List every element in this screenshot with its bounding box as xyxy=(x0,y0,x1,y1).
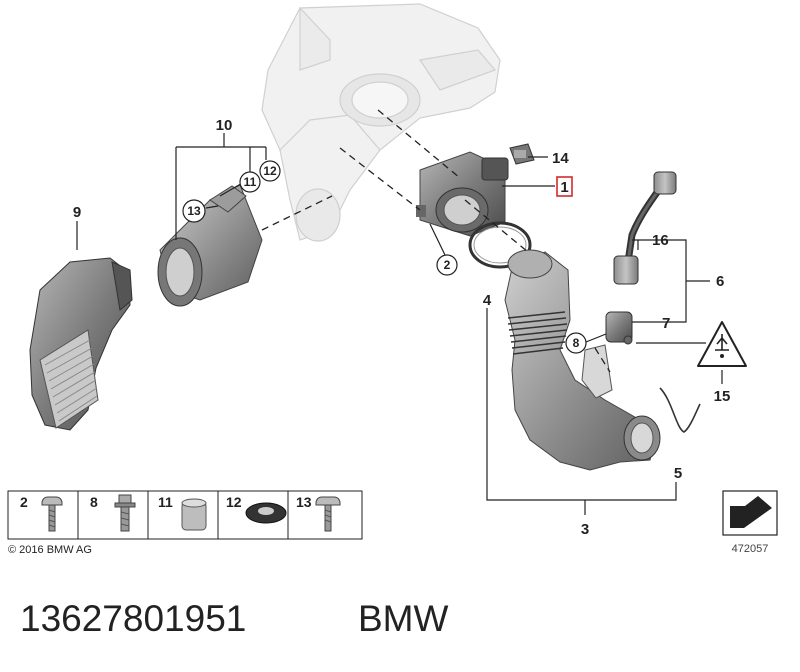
callout-3: 3 xyxy=(581,521,589,538)
svg-text:13: 13 xyxy=(187,204,201,218)
callout-circle-11: 11 xyxy=(239,171,261,193)
callout-5: 5 xyxy=(674,465,682,482)
svg-text:8: 8 xyxy=(90,494,98,510)
callout-9: 9 xyxy=(73,204,81,221)
callouts: 10 9 11 12 13 2 8 1 14 4 16 6 7 xyxy=(73,117,731,538)
legend-item-13: 13 xyxy=(296,494,341,532)
svg-text:11: 11 xyxy=(244,175,257,189)
svg-text:13: 13 xyxy=(296,494,312,510)
callout-4: 4 xyxy=(483,292,492,309)
callout-10: 10 xyxy=(216,117,233,134)
retaining-clip xyxy=(659,387,701,433)
callout-circle-2: 2 xyxy=(436,254,458,276)
svg-text:2: 2 xyxy=(444,258,451,272)
callout-circle-13: 13 xyxy=(182,199,206,223)
callout-16: 16 xyxy=(652,232,669,249)
svg-text:12: 12 xyxy=(226,494,242,510)
navigation-arrow-icon xyxy=(722,490,778,536)
copyright: © 2016 BMW AG xyxy=(8,544,92,556)
diagram-number: 472057 xyxy=(732,543,769,555)
part-number: 13627801951 xyxy=(20,598,246,639)
air-filter-housing xyxy=(261,3,501,242)
air-mass-meter xyxy=(416,151,509,237)
brand-name: BMW xyxy=(358,598,449,639)
dash-lines xyxy=(261,109,611,373)
warning-triangle-icon xyxy=(697,321,747,367)
svg-text:11: 11 xyxy=(158,494,173,510)
callout-7: 7 xyxy=(662,315,670,332)
legend-item-12: 12 xyxy=(226,494,287,524)
callout-circle-12: 12 xyxy=(259,160,281,182)
svg-text:2: 2 xyxy=(20,494,28,510)
callout-15: 15 xyxy=(714,388,731,405)
legend-item-11: 11 xyxy=(158,494,207,531)
legend-item-8: 8 xyxy=(90,494,136,532)
hose-with-connector xyxy=(613,171,677,285)
fastener-legend: 2 8 11 12 13 xyxy=(7,490,363,540)
callout-14: 14 xyxy=(552,150,569,167)
svg-text:1: 1 xyxy=(560,179,568,196)
legend-item-2: 2 xyxy=(20,494,63,532)
svg-text:8: 8 xyxy=(573,336,580,350)
svg-text:12: 12 xyxy=(263,164,277,178)
callout-circle-8: 8 xyxy=(565,332,587,354)
callout-1-highlight: 1 xyxy=(556,176,573,197)
air-duct xyxy=(157,184,263,307)
callout-6: 6 xyxy=(716,273,724,290)
gasket-ring xyxy=(468,221,532,269)
connector-plug xyxy=(509,143,535,165)
valve xyxy=(605,311,633,345)
intake-snorkel xyxy=(29,257,133,431)
intake-pipe xyxy=(504,249,661,471)
